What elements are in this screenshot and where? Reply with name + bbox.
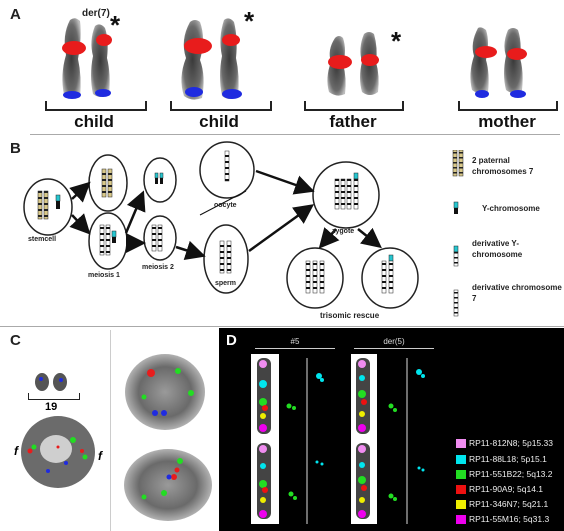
legend-label-5: RP11-346N7; 5q21.1	[469, 499, 549, 509]
bracket-4	[458, 101, 558, 111]
oocyte-chromosome	[224, 150, 230, 182]
zygote-circle	[312, 161, 380, 229]
divider-bc	[0, 326, 564, 327]
legend-label-6: RP11-55M16; 5q31.3	[469, 514, 550, 524]
legend-row-6: RP11-55M16; 5q31.3	[456, 514, 549, 525]
panel-b-diagram	[23, 141, 419, 309]
legend-swatch-2	[456, 455, 466, 465]
sperm-label: sperm	[215, 280, 237, 287]
asterisk-3: *	[391, 26, 402, 56]
zygote-chromosomes	[334, 172, 359, 210]
legend-swatch-4	[456, 485, 466, 495]
label-mother: mother	[478, 112, 536, 131]
panel-a-karyotype	[62, 18, 527, 100]
legend-label-2: RP11-88L18; 5p15.1	[469, 454, 547, 464]
panel-d-label: D	[226, 332, 237, 349]
legend-swatch-6	[456, 515, 466, 525]
legend-label-3: RP11-551B22; 5q13.2	[469, 469, 553, 479]
legend-row-1: RP11-812N8; 5p15.33	[456, 438, 553, 449]
chromosome-pair-3	[327, 32, 379, 96]
process-arrows	[69, 169, 382, 260]
rescue-left-chromosomes	[305, 260, 325, 294]
chrom19-label: 19	[45, 401, 58, 413]
meiosis2-label: meiosis 2	[142, 264, 174, 271]
panel-b-legend-icons	[452, 150, 464, 317]
f-label-right: f	[98, 449, 102, 463]
col2-header: der(5)	[383, 337, 405, 346]
bracket-3	[304, 101, 404, 111]
legend-label-1: RP11-812N8; 5p15.33	[469, 438, 553, 448]
legend-swatch-5	[456, 500, 466, 510]
meiosis2-top-chromosomes	[154, 172, 164, 184]
panel-c-label: C	[10, 332, 21, 349]
trisomic-rescue-label: trisomic rescue	[320, 311, 380, 320]
legend-swatch-1	[456, 439, 466, 449]
panel-d-fish-images	[251, 354, 425, 524]
der7-label: der(7)	[82, 8, 110, 19]
legend-row-5: RP11-346N7; 5q21.1	[456, 499, 548, 510]
chrom19-bracket	[28, 393, 80, 400]
legend-label-4: RP11-90A9; 5q14.1	[469, 484, 544, 494]
col2-line	[354, 348, 434, 349]
panel-c-divider	[110, 330, 111, 531]
meiosis1-top-chromosomes	[101, 168, 113, 198]
rescue-right-chromosomes	[381, 254, 394, 294]
meiosis1-label: meiosis 1	[88, 272, 120, 279]
legend-y-chromosome: Y-chromosome	[482, 204, 540, 213]
asterisk-2: *	[244, 6, 255, 36]
col1-line	[255, 348, 335, 349]
legend-row-3: RP11-551B22; 5q13.2	[456, 469, 553, 480]
asterisk-1: *	[110, 10, 121, 40]
legend-paternal-7: 2 paternal chromosomes 7	[472, 156, 534, 176]
legend-row-2: RP11-88L18; 5p15.1	[456, 454, 547, 465]
divider-ab	[30, 134, 560, 135]
stemcell-label: stemcell	[28, 236, 57, 243]
bracket-2	[170, 101, 272, 111]
chromosome-pair-4	[470, 27, 527, 98]
col1-header: #5	[290, 337, 300, 346]
stemcell-chromosomes	[37, 190, 61, 220]
f-label-left: f	[14, 444, 18, 458]
legend-derivative-7: derivative chromosome 7	[472, 283, 562, 303]
meiosis1-bottom-chromosomes	[99, 224, 117, 256]
bracket-1	[45, 101, 147, 111]
zygote-label: zygote	[332, 228, 355, 235]
meiosis2-bottom-chromosomes	[151, 224, 163, 252]
legend-swatch-3	[456, 470, 466, 480]
oocyte-label: oocyte	[214, 202, 237, 209]
chromosome-pair-2	[181, 18, 242, 100]
legend-row-4: RP11-90A9; 5q14.1	[456, 484, 543, 495]
sperm-chromosomes	[219, 240, 232, 274]
chromosome-pair-1	[62, 18, 112, 99]
label-child-2: child	[199, 112, 239, 131]
panel-b-label: B	[10, 140, 21, 157]
label-child-1: child	[74, 112, 114, 131]
panel-c-images	[21, 354, 212, 521]
legend-derivative-y: derivative Y-chromosome	[472, 239, 523, 259]
panel-a-label: A	[10, 6, 21, 23]
label-father: father	[329, 112, 377, 131]
